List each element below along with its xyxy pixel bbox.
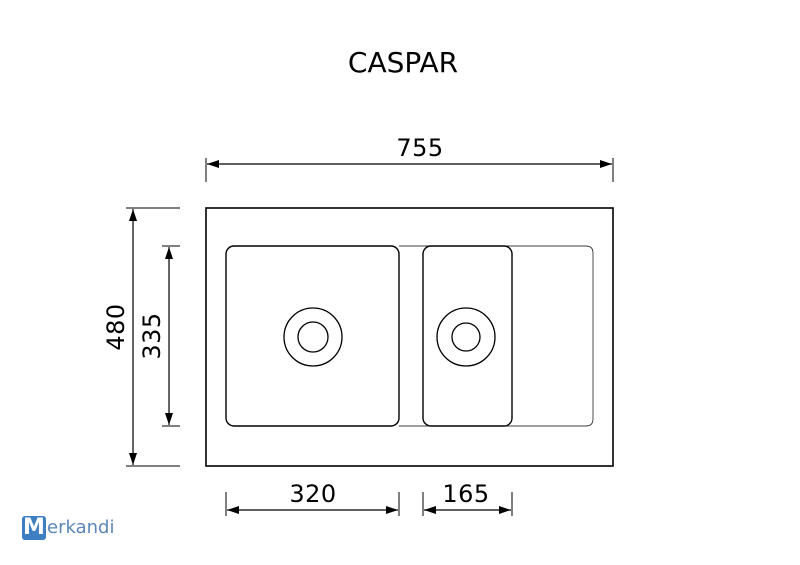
height-label: 480 xyxy=(102,303,130,350)
merkandi-logo-text: erkandi xyxy=(47,517,115,538)
merkandi-logo-initial: M xyxy=(22,515,46,540)
drawing-title: CASPAR xyxy=(348,46,458,79)
bowl-height-dimension: 335 xyxy=(138,245,180,427)
height-dimension: 480 xyxy=(102,207,180,467)
small-bowl-width-dimension: 165 xyxy=(422,480,513,516)
width-dimension: 755 xyxy=(205,134,614,182)
large-bowl-width-dimension: 320 xyxy=(225,480,400,516)
large-bowl-width-label: 320 xyxy=(289,480,336,508)
bowl-height-label: 335 xyxy=(138,312,166,359)
small-drain xyxy=(436,307,496,367)
sink-outline xyxy=(205,207,614,467)
drainer-outline xyxy=(399,245,594,427)
small-bowl xyxy=(422,245,513,427)
large-drain xyxy=(283,307,343,367)
large-bowl xyxy=(225,245,400,427)
width-label: 755 xyxy=(396,134,443,162)
merkandi-logo: M erkandi xyxy=(22,516,122,542)
small-bowl-width-label: 165 xyxy=(442,480,489,508)
